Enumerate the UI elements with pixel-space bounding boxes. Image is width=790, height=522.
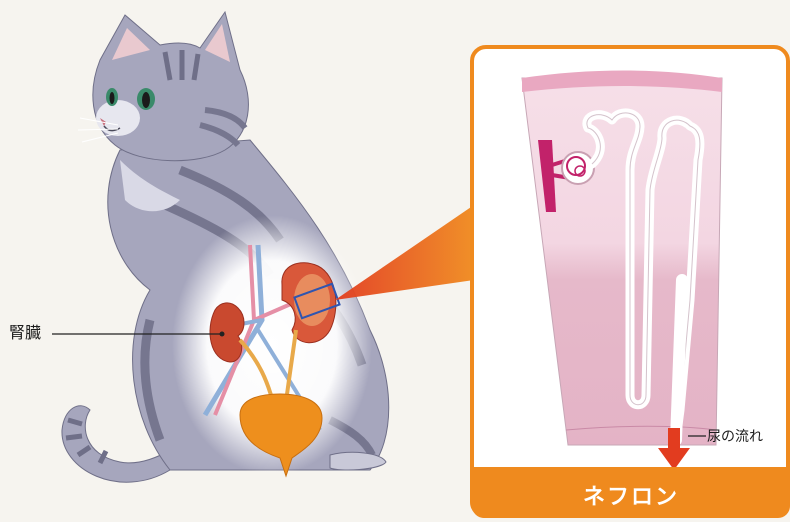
kidney-left [210, 303, 244, 362]
urine-flow-label: 尿の流れ [707, 430, 763, 444]
kidney-label: 腎臓 [9, 325, 41, 341]
nephron-panel [472, 47, 788, 516]
cat-head [93, 12, 249, 161]
nephron-title-bar: ネフロン [472, 467, 790, 518]
nephron-title: ネフロン [472, 479, 790, 511]
organ-diagram [172, 215, 372, 476]
zoom-beam [335, 205, 474, 300]
collecting-duct [676, 280, 682, 440]
